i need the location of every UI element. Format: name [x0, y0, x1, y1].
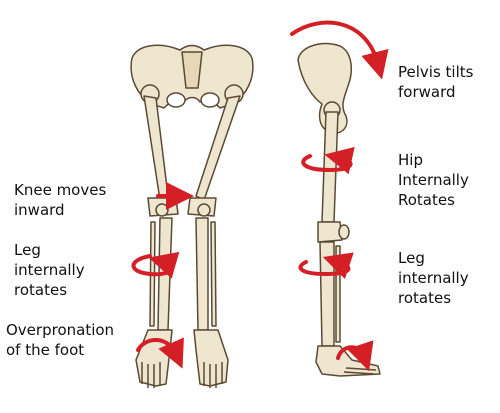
- side-pelvis: [297, 42, 353, 134]
- front-left-femur: [143, 95, 169, 201]
- side-tibia: [319, 241, 335, 347]
- label-leg-internally-rotates-front: Leg internally rotates: [14, 241, 85, 299]
- foot-pronation-arrow: [136, 337, 184, 369]
- front-right-foot: [193, 329, 229, 387]
- side-view-skeleton: [297, 42, 381, 377]
- pelvis-tilt-arrow: [290, 20, 389, 80]
- front-view-arrows: [131, 182, 194, 369]
- label-hip-internally-rotates: Hip Internally Rotates: [398, 151, 469, 209]
- hip-rotation-arrow: [301, 146, 355, 175]
- side-foot: [315, 345, 381, 377]
- leg-rotation-arrow: [131, 251, 180, 279]
- side-foot-arrow: [336, 340, 374, 372]
- side-view-arrows: [290, 20, 389, 372]
- label-knee-moves-inward: Knee moves inward: [14, 181, 107, 219]
- front-right-tibia: [195, 217, 209, 331]
- label-overpronation: Overpronation of the foot: [6, 321, 115, 359]
- side-leg-rotation-arrow: [298, 252, 354, 280]
- label-leg-internally-rotates-side: Leg internally rotates: [398, 249, 469, 307]
- front-view-skeleton: [130, 44, 254, 388]
- front-right-femur: [195, 95, 241, 201]
- label-pelvis-tilts-forward: Pelvis tilts forward: [398, 63, 474, 101]
